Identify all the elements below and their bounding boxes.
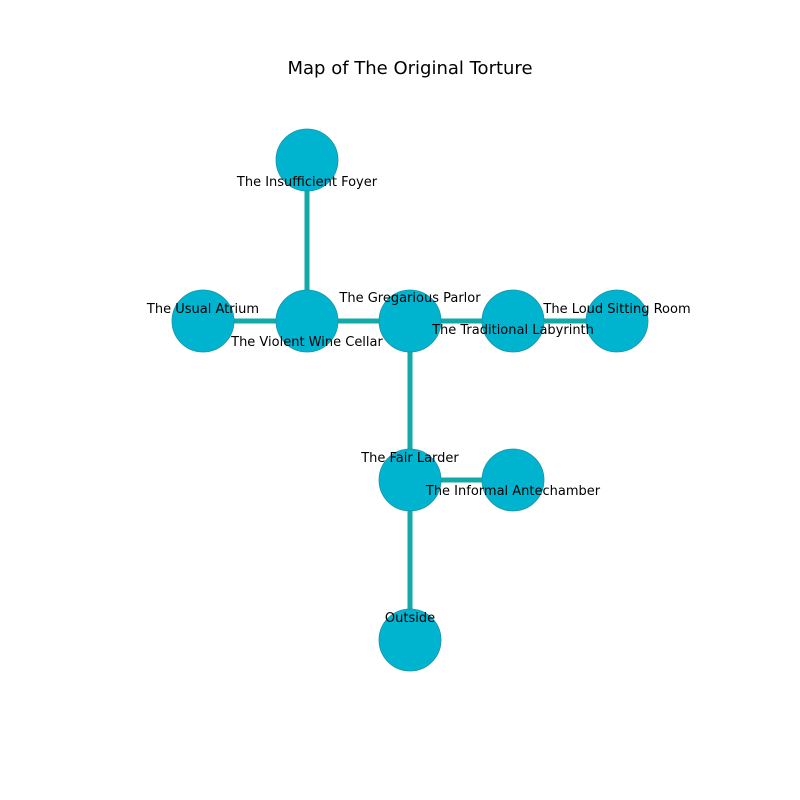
rooms-layer xyxy=(171,128,649,672)
room-node-larder[interactable] xyxy=(378,448,442,512)
room-label-atrium: The Usual Atrium xyxy=(146,302,259,317)
room-node-sitting[interactable] xyxy=(585,289,649,353)
room-label-foyer: The Insufficient Foyer xyxy=(236,175,378,190)
room-label-parlor: The Gregarious Parlor xyxy=(338,291,481,306)
room-node-cellar[interactable] xyxy=(275,289,339,353)
room-node-labyrinth[interactable] xyxy=(481,289,545,353)
room-label-outside: Outside xyxy=(385,611,435,626)
connections-layer xyxy=(203,160,617,640)
room-label-cellar: The Violent Wine Cellar xyxy=(230,335,383,350)
room-node-outside[interactable] xyxy=(378,608,442,672)
room-node-parlor[interactable] xyxy=(378,289,442,353)
room-label-larder: The Fair Larder xyxy=(360,451,459,466)
room-label-sitting: The Loud Sitting Room xyxy=(542,302,690,317)
room-node-foyer[interactable] xyxy=(275,128,339,192)
room-label-antechamber: The Informal Antechamber xyxy=(425,484,601,499)
room-node-antechamber[interactable] xyxy=(481,448,545,512)
room-node-atrium[interactable] xyxy=(171,289,235,353)
room-label-labyrinth: The Traditional Labyrinth xyxy=(431,323,594,338)
map-title: Map of The Original Torture xyxy=(287,58,532,79)
